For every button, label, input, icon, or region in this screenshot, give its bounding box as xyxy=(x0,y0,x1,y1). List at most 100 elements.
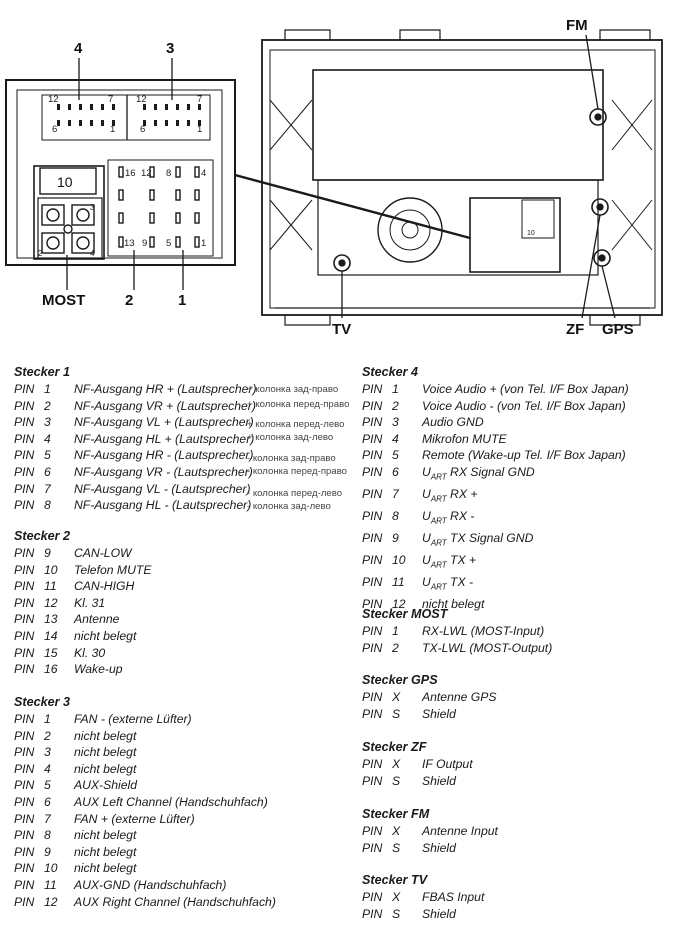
pin-number: 13 xyxy=(44,612,58,627)
pin-description: NF-Ausgang VL - (Lautsprecher) xyxy=(74,481,251,496)
pin-number: X xyxy=(392,824,401,838)
section-title: Stecker 2 xyxy=(14,529,71,543)
pin-number: 10 xyxy=(44,562,58,577)
pin-number: 11 xyxy=(392,575,405,590)
section-title: Stecker FM xyxy=(362,807,430,821)
pin-word: PIN xyxy=(14,861,35,876)
pin-word: PIN xyxy=(14,415,35,430)
pin-word: PIN xyxy=(14,628,35,643)
uart-text: RX Signal GND xyxy=(446,464,535,479)
note: + колонка перед-лево xyxy=(247,419,345,430)
pin-mark: 13 xyxy=(124,238,135,249)
pin-number: 6 xyxy=(44,464,51,479)
uart-prefix: U xyxy=(422,487,431,501)
pin-description: FBAS Input xyxy=(422,890,485,904)
pin-description: CAN-LOW xyxy=(74,546,132,560)
connector-1-label: 1 xyxy=(178,292,186,309)
uart-subscript: ART xyxy=(430,472,447,482)
pin-word: PIN xyxy=(14,612,35,627)
pin-mark: 6 xyxy=(140,124,145,135)
pin-description: nicht belegt xyxy=(74,761,137,776)
pin-description: nicht belegt xyxy=(74,828,137,843)
pin-description: AUX-Shield xyxy=(74,778,137,793)
pin-number: 7 xyxy=(392,487,399,501)
pin-mark: 1 xyxy=(110,124,115,135)
uart-subscript: ART xyxy=(430,538,447,548)
pin-description: UART TX Signal GND xyxy=(422,530,533,552)
pin-mark: 1 xyxy=(201,238,206,249)
uart-subscript: ART xyxy=(430,560,447,570)
note: + колонка перед-право xyxy=(247,399,350,410)
uart-text: TX Signal GND xyxy=(446,531,534,546)
pin-number: 4 xyxy=(44,431,51,446)
pin-word: PIN xyxy=(14,712,35,726)
uart-text: RX + xyxy=(446,487,478,501)
uart-prefix: U xyxy=(422,531,431,546)
pin-word: PIN xyxy=(14,844,35,859)
pin-description: nicht belegt xyxy=(74,844,137,859)
pin-word: PIN xyxy=(362,906,383,921)
pin-word: PIN xyxy=(14,595,35,610)
pin-word: PIN xyxy=(362,773,383,788)
pin-number: 10 xyxy=(44,861,58,876)
pin-word: PIN xyxy=(14,448,35,463)
pin-description: FAN + (externe Lüfter) xyxy=(74,811,195,826)
uart-prefix: U xyxy=(422,553,431,568)
pin-mark: 12 xyxy=(136,94,147,105)
pin-description: NF-Ausgang HL - (Lautsprecher) xyxy=(74,498,252,513)
pin-description: nicht belegt xyxy=(74,745,137,760)
pin-word: PIN xyxy=(362,464,383,479)
box-10-label: 10 xyxy=(57,174,73,190)
pin-description: Shield xyxy=(422,773,456,788)
section-title: Stecker 4 xyxy=(362,365,419,379)
pin-mark: 12 xyxy=(141,168,152,179)
pin-description: NF-Ausgang HR + (Lautsprecher) xyxy=(74,382,257,396)
pin-word: PIN xyxy=(362,690,383,704)
fm-label: FM xyxy=(566,17,588,34)
pin-description: NF-Ausgang VR + (Lautsprecher) xyxy=(74,398,256,413)
pin-number: 1 xyxy=(392,624,399,638)
pin-word: PIN xyxy=(362,640,383,655)
pin-number: 9 xyxy=(44,546,51,560)
pin-mark: 7 xyxy=(197,94,202,105)
pin-word: PIN xyxy=(14,877,35,892)
section-title: Stecker 3 xyxy=(14,695,71,709)
pin-word: PIN xyxy=(14,794,35,809)
pin-word: PIN xyxy=(362,706,383,721)
pin-number: 1 xyxy=(44,712,51,726)
pin-word: PIN xyxy=(14,464,35,479)
uart-subscript: ART xyxy=(430,516,447,526)
pin-mark: 6 xyxy=(52,124,57,135)
pin-word: PIN xyxy=(362,398,383,413)
pin-word: PIN xyxy=(14,481,35,496)
most-label: MOST xyxy=(42,292,85,309)
uart-prefix: U xyxy=(422,575,431,590)
uart-text: RX - xyxy=(446,509,475,524)
zf-label: ZF xyxy=(566,321,584,338)
pin-number: 1 xyxy=(392,382,399,396)
pin-description: Remote (Wake-up Tel. I/F Box Japan) xyxy=(422,448,626,463)
pin-word: PIN xyxy=(14,728,35,743)
